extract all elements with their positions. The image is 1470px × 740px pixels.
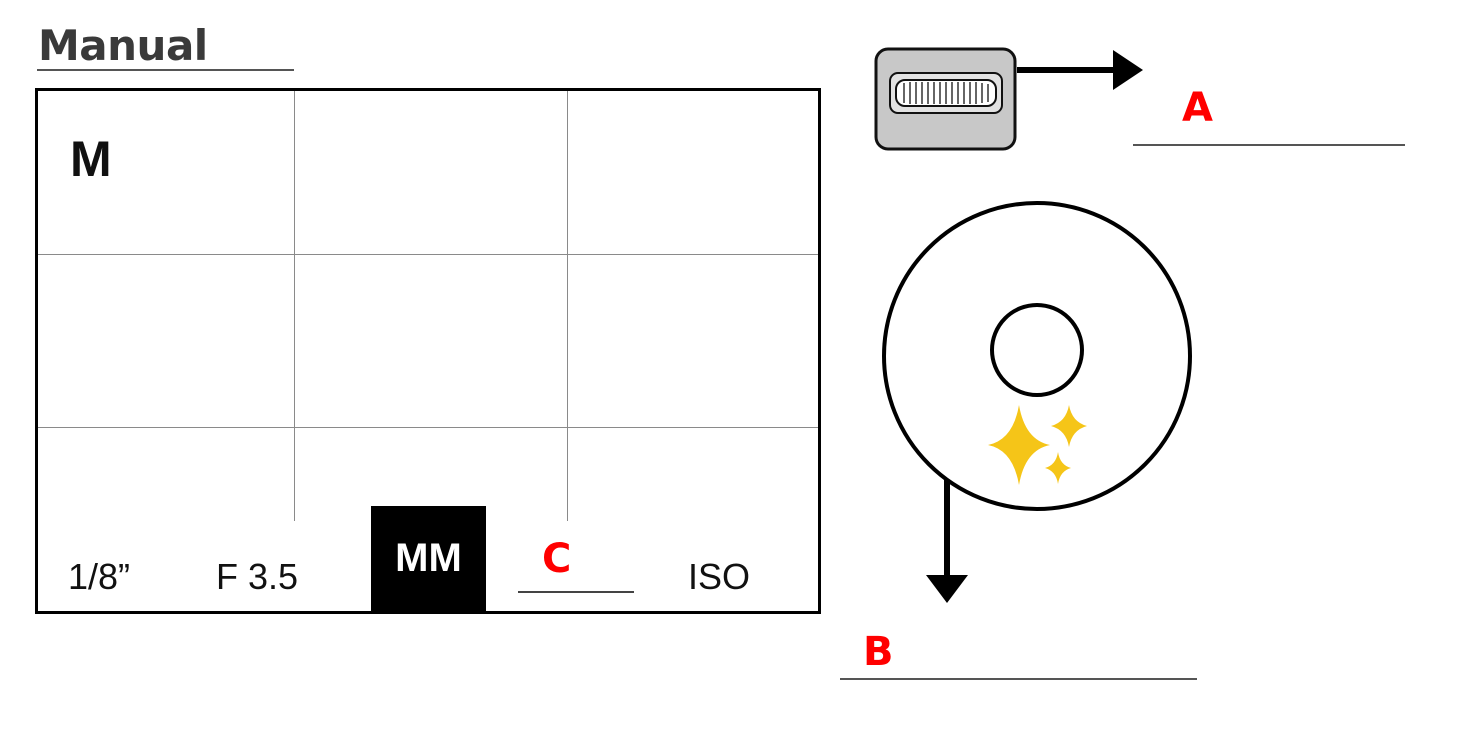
grid-line-h1	[38, 254, 818, 255]
blank-answer-line-b	[840, 678, 1197, 680]
page-title: Manual	[38, 21, 208, 70]
camera-screen: M 1/8” F 3.5 MM C ISO	[35, 88, 821, 614]
callout-label-b: B	[863, 629, 894, 675]
blank-answer-line-a	[1133, 144, 1405, 146]
mode-indicator: M	[70, 131, 112, 187]
grid-line-v1	[294, 91, 295, 521]
focus-mode-badge: MM	[371, 506, 486, 611]
grid-line-v2	[567, 91, 568, 521]
shutter-speed: 1/8”	[64, 557, 135, 597]
blank-answer-line-c	[518, 591, 634, 593]
arrow-to-b-icon	[926, 480, 968, 603]
iso-label: ISO	[684, 557, 755, 597]
grid-line-h2	[38, 427, 818, 428]
focus-mode-label: MM	[395, 536, 462, 580]
title-underline	[37, 69, 294, 71]
aperture-value: F 3.5	[212, 557, 303, 597]
arrow-to-a-icon	[1017, 50, 1143, 90]
thumb-dial-icon	[874, 47, 1017, 151]
blank-label-c: C	[542, 536, 572, 582]
sparkle-icon	[988, 405, 1087, 485]
control-wheel-icon	[882, 201, 1192, 511]
callout-label-a: A	[1182, 85, 1213, 131]
